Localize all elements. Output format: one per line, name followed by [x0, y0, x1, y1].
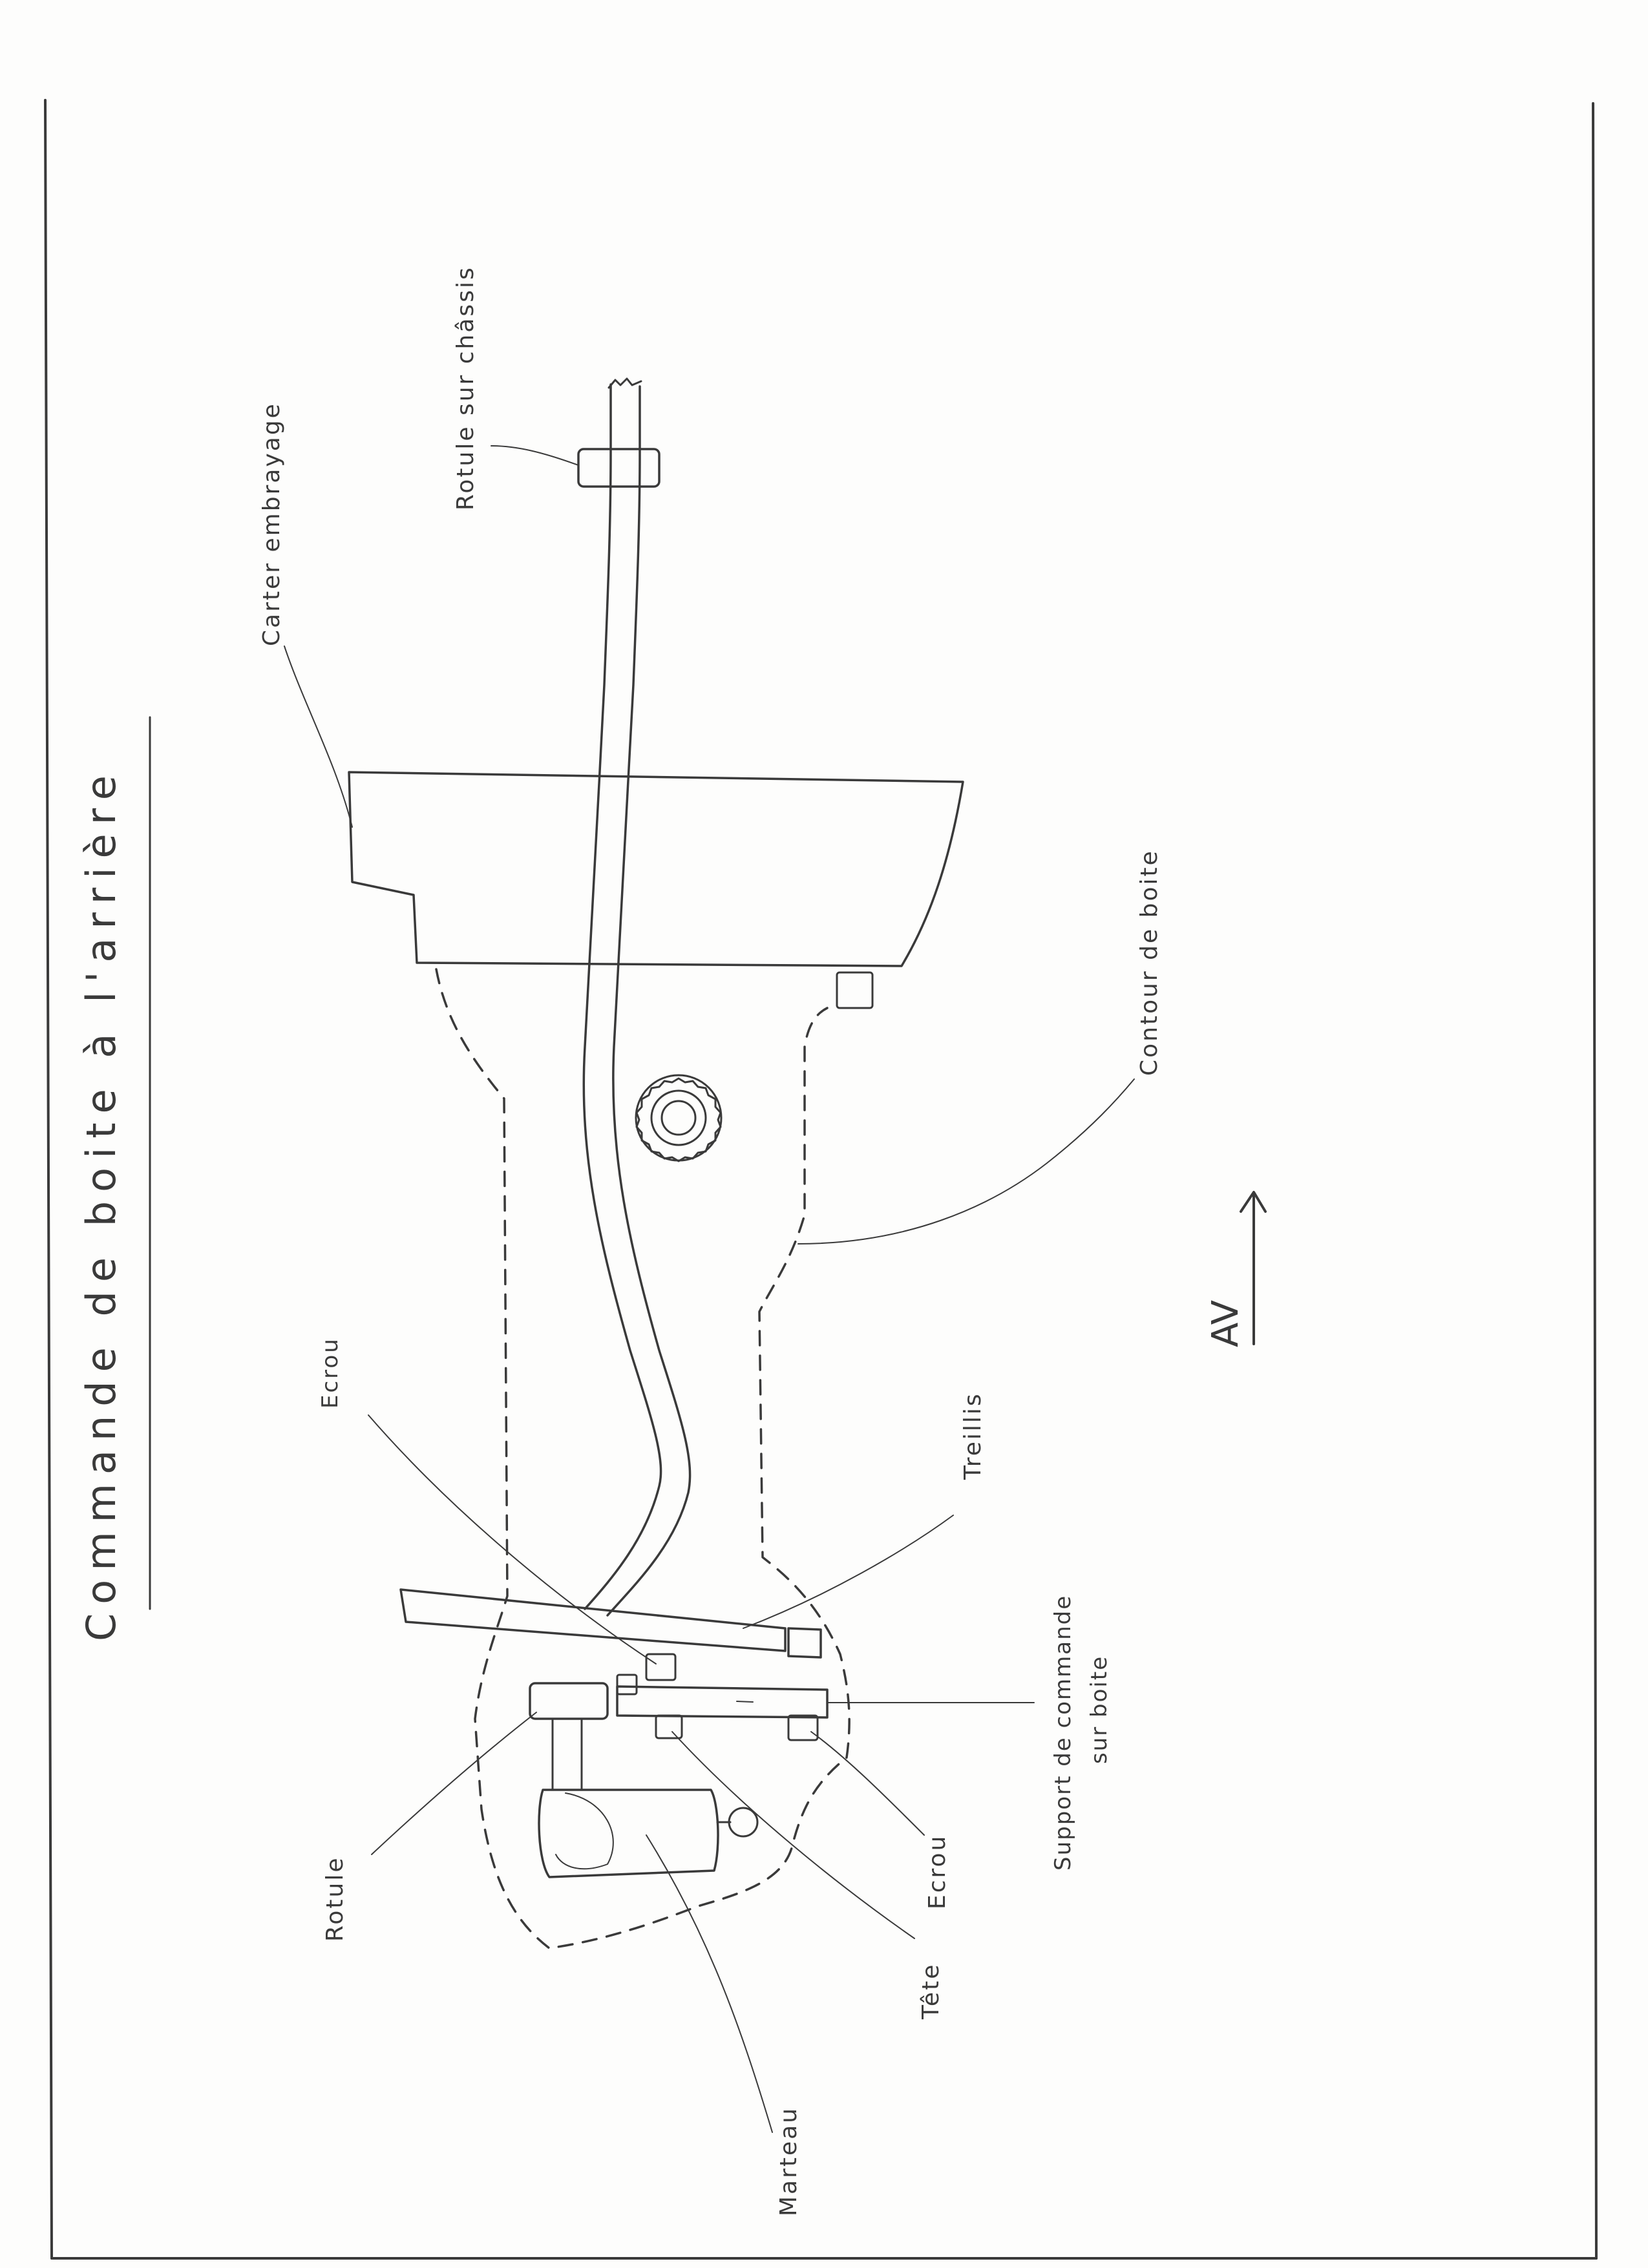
diagram-title: Commande de boite à l'arrière: [78, 766, 125, 1641]
control-support-bar: [616, 1685, 829, 1719]
clutch-housing: [348, 771, 964, 967]
trellis-arm-stub: [787, 1627, 822, 1659]
hammer: [538, 1789, 759, 1878]
leader-lines: [284, 445, 1135, 2133]
gear-wheel: [635, 1074, 723, 1162]
small-nut: [616, 1674, 638, 1696]
control-rod: [582, 377, 692, 1617]
ball-joint-label: Rotule: [322, 1856, 348, 1942]
bottom-nut-label: Ecrou: [924, 1834, 951, 1909]
gearbox-outline-label: Contour de boite: [1136, 849, 1163, 1076]
head-label: Tête: [918, 1963, 944, 2020]
hammer-label: Marteau: [776, 2106, 802, 2216]
control-support-label-line2: sur boite: [1086, 1655, 1112, 1764]
top-nut: [645, 1653, 677, 1681]
page-frame: [44, 99, 1598, 2260]
gearbox-outline: [435, 968, 850, 1949]
chassis-ball-joint-label: Rotule sur châssis: [452, 266, 479, 510]
ball-joint-block: [529, 1682, 609, 1720]
top-nut-label: Ecrou: [317, 1337, 343, 1409]
head-block: [655, 1714, 683, 1739]
bottom-nut: [787, 1714, 819, 1741]
trellis-arm: [399, 1588, 787, 1652]
front-direction-arrow: [1240, 1191, 1267, 1345]
front-label: AV: [1205, 1300, 1247, 1347]
lower-rod: [551, 1717, 583, 1791]
housing-bolt-tab: [836, 971, 874, 1009]
trellis-label: Treillis: [960, 1392, 986, 1480]
chassis-ball-joint: [577, 448, 660, 488]
control-support-label-line1: Support de commande: [1050, 1595, 1076, 1871]
clutch-housing-label: Carter embrayage: [259, 402, 285, 646]
